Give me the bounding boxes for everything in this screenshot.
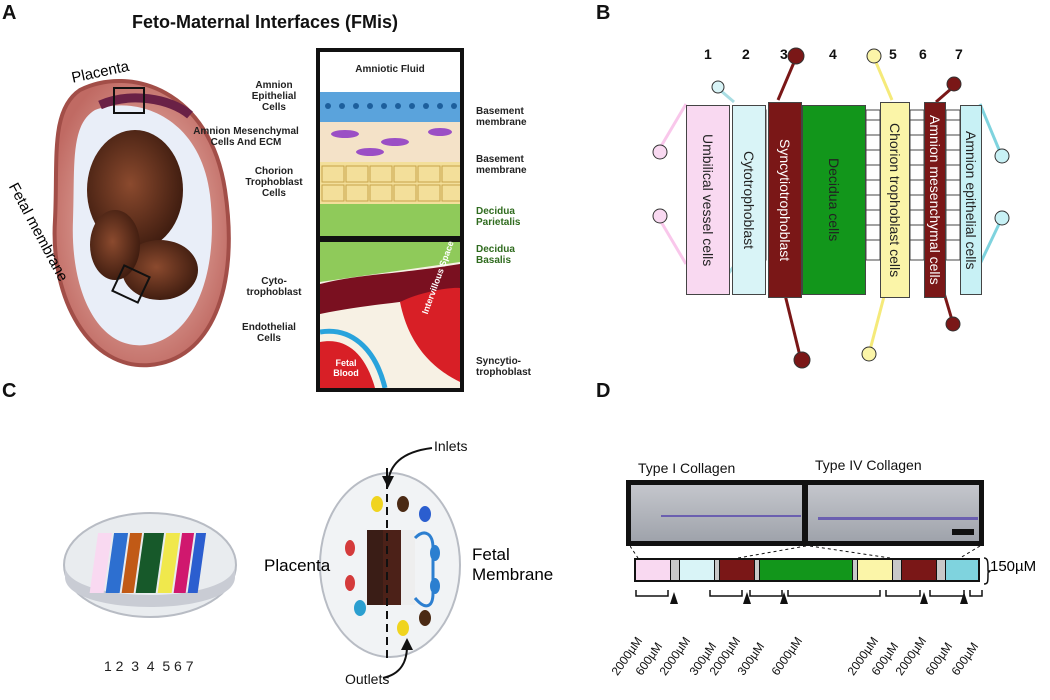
cs-gap-1 (670, 560, 680, 580)
channel-number-5: 5 (889, 46, 897, 62)
type-i-collagen-label: Type I Collagen (638, 460, 736, 476)
cs-cytotrophoblast (680, 560, 714, 580)
panel-b-letter: B (596, 2, 611, 24)
cs-umbilical (636, 560, 670, 580)
collagen-micrographs (626, 480, 984, 546)
channel-number-6: 6 (919, 46, 927, 62)
cs-syncytiotrophoblast (720, 560, 754, 580)
micrograph-type-iv (808, 485, 979, 541)
channel-amnion-mesenchymal: Amnion mesenchymal cells (924, 102, 946, 298)
channel-number-1: 1 (704, 46, 712, 62)
channel-label-amnion-mesenchymal: Amnion mesenchymal cells (927, 115, 943, 285)
fetal-membrane-label-c: Fetal Membrane (472, 545, 554, 584)
outlets-arrow (382, 638, 413, 679)
panel-a-title: Feto-Maternal Interfaces (FMis) (132, 12, 399, 32)
label-chorion-trophoblast: Chorion Trophoblast Cells (245, 166, 303, 199)
label-endothelial: Endothelial Cells (242, 322, 296, 344)
channel-number-2: 2 (742, 46, 750, 62)
label-cytotrophoblast: Cyto-trophoblast (246, 276, 302, 298)
measure-3: 2000µM (656, 634, 694, 678)
chip-photo-oblique (63, 512, 237, 618)
label-decidua-basalis: Decidua Basalis (476, 244, 515, 266)
inlets-label: Inlets (434, 438, 468, 454)
channel-chorion-trophoblast: Chorion trophoblast cells (880, 102, 910, 298)
channel-cross-section (634, 558, 980, 582)
zoom-lines (630, 546, 981, 559)
uterus-illustration (52, 79, 231, 368)
label-basement-membrane-1: Basement membrane (476, 106, 527, 128)
measure-10: 2000µM (892, 634, 930, 678)
cs-gap-3 (754, 560, 760, 580)
channel-label-amnion-epithelial: Amnion epithelial cells (963, 130, 979, 270)
channel-label-chorion: Chorion trophoblast cells (887, 122, 903, 278)
height-bracket (983, 557, 992, 585)
fetal-blood-label: Fetal Blood (333, 358, 359, 378)
channel-decidua: Decidua cells (802, 105, 866, 295)
cs-gap-6 (936, 560, 946, 580)
inlets-arrow (382, 447, 433, 488)
measure-11: 600µM (922, 639, 956, 678)
tissue-layers-graphic (320, 52, 460, 388)
cs-chorion (858, 560, 892, 580)
scale-bar (952, 529, 974, 535)
micrograph-type-i (631, 485, 802, 541)
height-label: 150µM (990, 558, 1037, 575)
channel-label-cytotrophoblast: Cytotrophoblast (741, 150, 757, 250)
channel-label-decidua: Decidua cells (826, 158, 842, 242)
label-decidua-parietalis: Decidua Parietalis (476, 206, 521, 228)
label-syncytiotrophoblast: Syncytio-trophoblast (476, 356, 531, 378)
placenta-label-c: Placenta (264, 556, 331, 575)
cs-decidua (760, 560, 852, 580)
measurement-brackets (635, 590, 983, 604)
label-amnion-mesenchymal: Amnion Mesenchymal Cells And ECM (193, 126, 299, 148)
measure-12: 600µM (948, 639, 982, 678)
cs-gap-2 (714, 560, 720, 580)
panel-d-letter: D (596, 380, 611, 402)
channel-number-7: 7 (955, 46, 963, 62)
channel-cytotrophoblast: Cytotrophoblast (732, 105, 766, 295)
label-amnion-epithelial: Amnion Epithelial Cells (251, 80, 297, 113)
label-basement-membrane-2: Basement membrane (476, 154, 527, 176)
channel-syncytiotrophoblast: Syncytiotrophoblast (768, 102, 802, 298)
channel-number-4: 4 (829, 46, 837, 62)
panel-a-letter: A (2, 2, 17, 24)
cs-amnion-mesenchymal (902, 560, 936, 580)
type-iv-collagen-label: Type IV Collagen (815, 457, 922, 473)
channel-number-3: 3 (780, 46, 788, 62)
measure-7: 6000µM (768, 634, 806, 678)
channel-umbilical-vessel: Umbilical vessel cells (686, 105, 730, 295)
chip-photo-top (319, 468, 461, 663)
amniotic-fluid-label: Amniotic Fluid (355, 64, 425, 75)
cs-gap-4 (852, 560, 858, 580)
chip-channel-numbers: 1 2 3 4 5 6 7 (104, 658, 194, 674)
outlets-label: Outlets (345, 671, 390, 687)
micrograph-line-type-i (661, 515, 801, 517)
channel-amnion-epithelial: Amnion epithelial cells (960, 105, 982, 295)
panel-c-letter: C (2, 380, 17, 402)
micrograph-line-type-iv (818, 517, 978, 520)
tissue-cross-section: Amniotic Fluid Intervillous Space Fetal … (316, 48, 464, 392)
cs-gap-5 (892, 560, 902, 580)
channel-label-syncytiotrophoblast: Syncytiotrophoblast (777, 138, 793, 262)
cs-amnion-epithelial (946, 560, 978, 580)
channel-label-umbilical: Umbilical vessel cells (700, 133, 716, 267)
